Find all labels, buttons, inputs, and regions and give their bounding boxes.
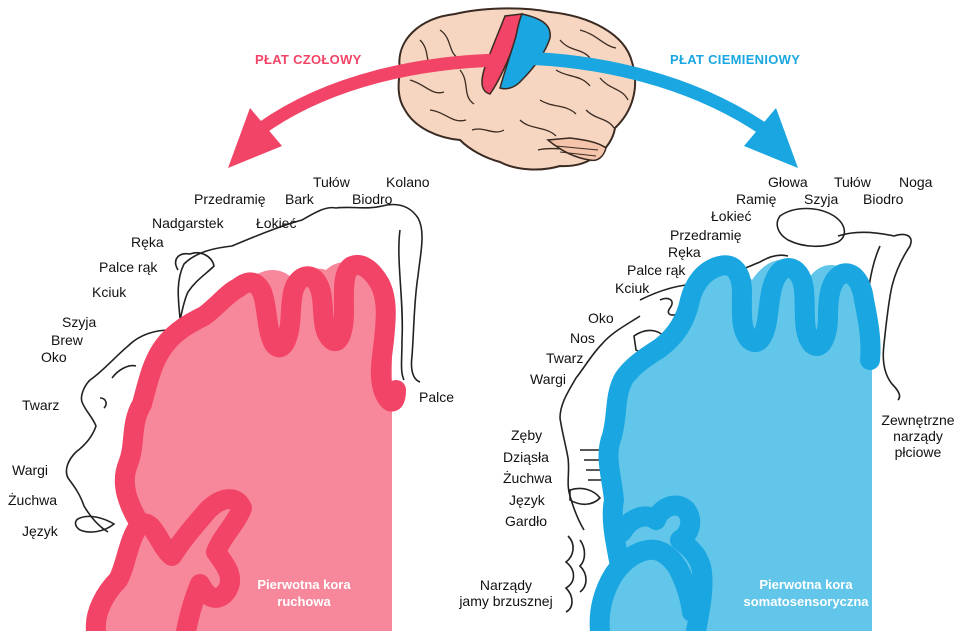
- sensory-label-wargi: Wargi: [530, 371, 567, 387]
- abdominal-line2: jamy brzusznej: [459, 593, 553, 609]
- motor-cortex-title: Pierwotna kora ruchowa: [240, 576, 368, 610]
- motor-label-palce: Palce: [419, 389, 455, 405]
- sensory-title-line2: somatosensoryczna: [743, 594, 869, 609]
- motor-label-szyja: Szyja: [62, 314, 97, 330]
- sensory-label-jezyk: Język: [509, 492, 545, 508]
- motor-label-zuchwa: Żuchwa: [8, 492, 58, 508]
- sensory-label-abdominal: Narządy jamy brzusznej: [446, 577, 566, 609]
- sensory-label-przedramie: Przedramię: [670, 227, 742, 243]
- sensory-cortex-folds: [589, 255, 881, 631]
- motor-label-jezyk: Język: [22, 523, 58, 539]
- parietal-lobe-label: PŁAT CIEMIENIOWY: [670, 52, 801, 67]
- sensory-label-gardlo: Gardło: [505, 513, 548, 529]
- genitals-line1: Zewnętrzne: [881, 412, 955, 428]
- sensory-label-glowa: Głowa: [768, 174, 808, 190]
- sensory-label-twarz: Twarz: [546, 350, 584, 366]
- brain-illustration: [397, 7, 637, 171]
- motor-label-brew: Brew: [51, 332, 83, 348]
- sensory-label-noga: Noga: [899, 174, 933, 190]
- sensory-label-nos: Nos: [570, 330, 595, 346]
- parietal-arrowhead: [744, 108, 798, 168]
- motor-title-line2: ruchowa: [277, 594, 331, 609]
- sensory-label-dziasla: Dziąsła: [503, 449, 549, 465]
- sensory-title-line1: Pierwotna kora: [759, 577, 853, 592]
- sensory-label-genitals: Zewnętrzne narządy płciowe: [878, 412, 958, 460]
- motor-label-tulow: Tułów: [313, 174, 350, 190]
- frontal-lobe-label: PŁAT CZOŁOWY: [255, 52, 362, 67]
- motor-homunculus: [65, 203, 423, 533]
- sensory-label-ramie: Ramię: [736, 191, 777, 207]
- motor-label-twarz: Twarz: [22, 397, 60, 413]
- sensory-label-oko: Oko: [588, 310, 614, 326]
- motor-label-bark: Bark: [285, 191, 314, 207]
- sensory-label-kciuk: Kciuk: [615, 280, 650, 296]
- motor-cortex-folds: [85, 255, 406, 631]
- sensory-cortex-title: Pierwotna kora somatosensoryczna: [722, 576, 890, 610]
- sensory-label-biodro: Biodro: [863, 191, 904, 207]
- motor-label-reka: Ręka: [131, 234, 164, 250]
- motor-label-biodro: Biodro: [352, 191, 393, 207]
- motor-label-wargi: Wargi: [12, 462, 49, 478]
- sensory-label-zeby: Zęby: [511, 427, 543, 443]
- motor-title-line1: Pierwotna kora: [257, 577, 351, 592]
- motor-label-lokiec: Łokieć: [256, 215, 297, 231]
- sensory-label-palce-rak: Palce rąk: [627, 262, 686, 278]
- parietal-arrow: [513, 51, 769, 135]
- abdominal-line1: Narządy: [479, 577, 533, 593]
- motor-label-palce-rak: Palce rąk: [99, 259, 158, 275]
- sensory-label-tulow: Tułów: [834, 174, 871, 190]
- genitals-line3: płciowe: [894, 444, 942, 460]
- genitals-line2: narządy: [893, 428, 943, 444]
- motor-label-kolano: Kolano: [386, 174, 430, 190]
- frontal-arrowhead: [228, 108, 282, 168]
- sensory-label-szyja: Szyja: [804, 191, 839, 207]
- frontal-arrow: [255, 53, 507, 135]
- sensory-label-reka: Ręka: [668, 244, 701, 260]
- motor-label-nadgarstek: Nadgarstek: [152, 215, 224, 231]
- sensory-label-zuchwa: Żuchwa: [503, 470, 553, 486]
- sensory-label-lokiec: Łokieć: [711, 208, 752, 224]
- motor-label-przedramie: Przedramię: [194, 191, 266, 207]
- motor-label-oko: Oko: [41, 349, 67, 365]
- motor-label-kciuk: Kciuk: [92, 284, 127, 300]
